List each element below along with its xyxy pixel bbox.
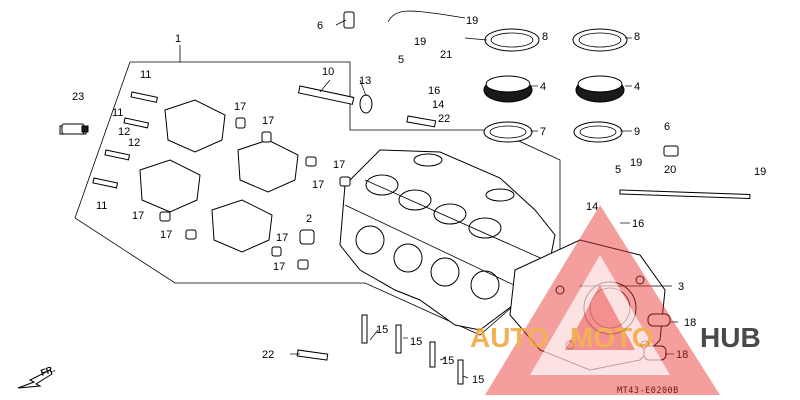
label-17g: 17 [276,232,288,244]
label-12b: 12 [128,137,140,149]
label-4b: 4 [634,81,640,93]
label-14a: 14 [432,99,444,111]
label-17c: 17 [333,159,345,171]
sealing-washer [359,94,373,114]
part-labels: 1 2 3 4 4 5 5 6 6 7 8 8 9 10 11 11 11 12… [72,15,766,386]
label-15a: 15 [376,324,388,336]
watermark-auto: AUTO [470,322,549,353]
watermark-triangle-inner [530,255,670,375]
label-11b: 11 [112,107,123,119]
label-17a: 17 [234,101,246,113]
label-13: 13 [359,75,371,87]
label-19c: 19 [630,157,642,169]
stud-bolts [361,314,464,385]
label-22a: 22 [438,113,450,125]
label-17d: 17 [312,179,324,191]
cylinder-head [339,149,556,331]
label-15d: 15 [472,374,484,386]
svg-text:FR.: FR. [39,364,56,378]
watermark-moto: MOTO [570,322,653,353]
label-9: 9 [634,126,640,138]
label-2: 2 [306,213,312,225]
label-16b: 16 [632,218,644,230]
label-5a: 5 [398,54,404,66]
label-10: 10 [322,66,334,78]
label-15b: 15 [410,336,422,348]
label-17e: 17 [132,210,144,222]
label-18b: 18 [676,349,688,361]
label-16a: 16 [428,85,440,97]
label-11c: 11 [96,200,107,212]
label-23: 23 [72,91,84,103]
automotohub-watermark: AUTO MOTO HUB [470,205,761,395]
label-17f: 17 [160,229,172,241]
front-arrow: FR. [17,364,56,389]
spark-plug [61,123,89,135]
label-11a: 11 [140,69,151,81]
label-4a: 4 [540,81,546,93]
label-21: 21 [440,49,452,61]
label-17h: 17 [273,261,285,273]
breather-tube [343,10,679,157]
label-8a: 8 [542,31,548,43]
dowel-pins [159,117,351,270]
label-19a: 19 [414,36,426,48]
label-8b: 8 [634,31,640,43]
watermark-hub: HUB [700,322,761,353]
label-14b: 14 [586,201,598,213]
label-12a: 12 [118,126,130,138]
label-1: 1 [175,33,181,45]
label-20: 20 [664,164,676,176]
label-19b: 19 [466,15,478,27]
label-15c: 15 [442,355,454,367]
label-7: 7 [540,126,546,138]
diagram-code: MT43-E0200B [617,386,679,396]
insulators-and-clamps [483,28,628,143]
label-5b: 5 [615,164,621,176]
label-3: 3 [678,281,684,293]
label-19d: 19 [754,166,766,178]
label-17b: 17 [262,115,274,127]
label-6a: 6 [317,20,323,32]
label-6b: 6 [664,121,670,133]
label-18a: 18 [684,317,696,329]
label-22b: 22 [262,349,274,361]
watermark-triangle-core [565,285,635,350]
